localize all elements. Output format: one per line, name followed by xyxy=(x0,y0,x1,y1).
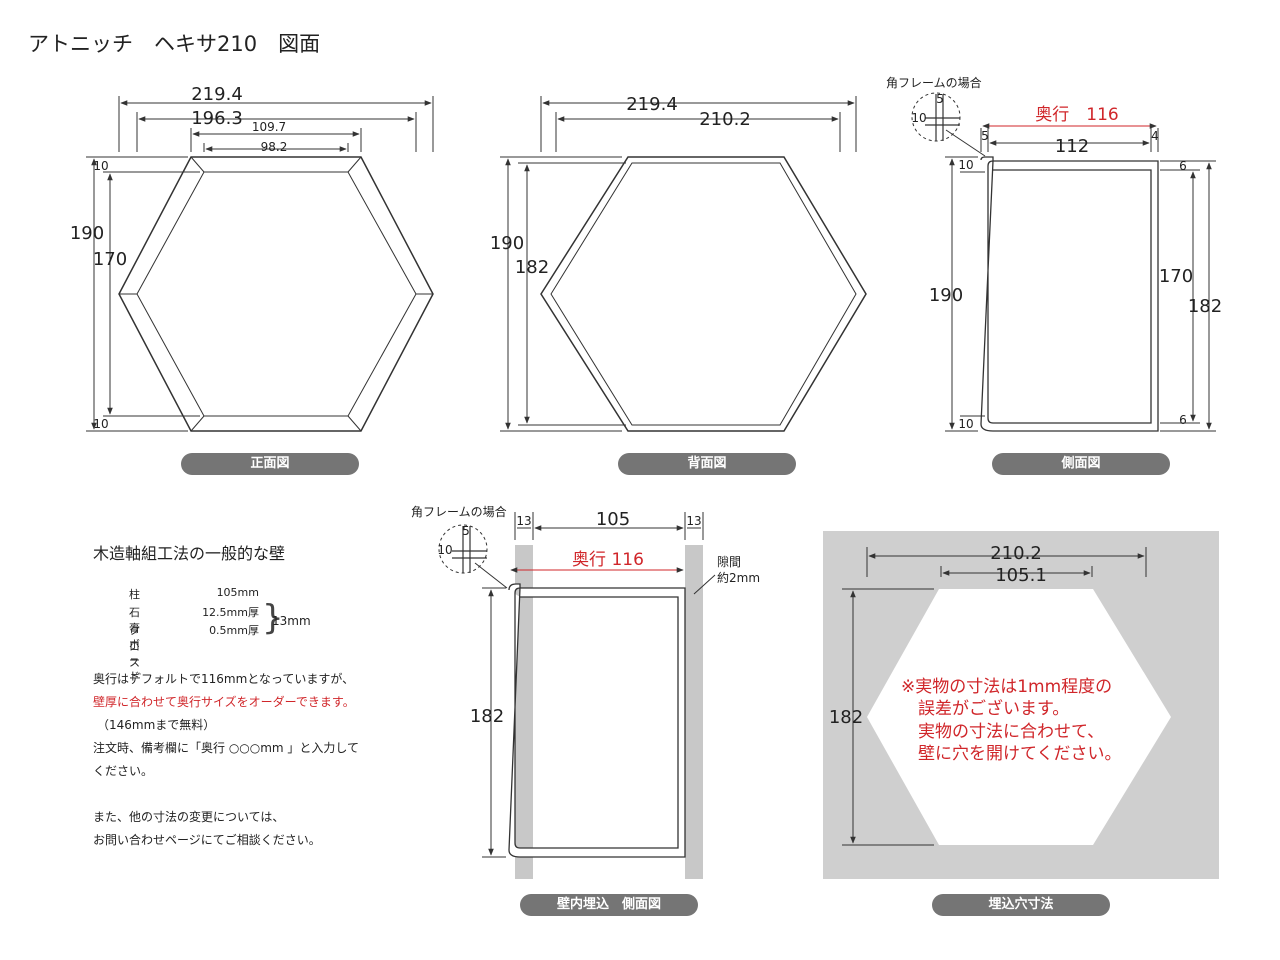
side-label-mid: 112 xyxy=(1055,136,1089,157)
wall-side-view xyxy=(438,512,716,879)
spec-value: 12.5mm厚 xyxy=(202,606,259,619)
side-profile xyxy=(980,156,1159,432)
wall-label-height: 182 xyxy=(470,706,504,727)
wall-corner-h: 10 xyxy=(437,543,452,557)
note-line: また、他の寸法の変更については、 xyxy=(93,810,285,824)
front-label-t-bottom: 10 xyxy=(93,417,108,431)
side-view xyxy=(911,92,1216,432)
front-label-h-outer: 190 xyxy=(70,223,104,244)
spec-brace: } xyxy=(262,598,284,638)
spec-key: クロス xyxy=(129,624,140,669)
hole-warning-2: 誤差がございます。 xyxy=(918,698,1069,719)
front-hex-inner xyxy=(136,171,417,417)
side-label-t-bottom: 10 xyxy=(958,417,973,431)
side-label-r-bottom: 6 xyxy=(1179,413,1187,427)
front-hex-outer xyxy=(118,156,434,432)
back-label-h-outer: 190 xyxy=(490,233,524,254)
side-label-r-top: 6 xyxy=(1179,159,1187,173)
wall-right xyxy=(685,545,703,879)
label-front-view: 正面図 xyxy=(181,453,359,475)
front-view xyxy=(86,96,434,432)
spec-key: 柱 xyxy=(129,588,140,601)
note-line: お問い合わせページにてご相談ください。 xyxy=(93,833,321,847)
label-hole-size: 埋込穴寸法 xyxy=(932,894,1110,916)
label-back-view: 背面図 xyxy=(618,453,796,475)
label-wall-side-view: 壁内埋込 側面図 xyxy=(520,894,698,916)
side-corner-v: 5 xyxy=(936,92,944,106)
side-label-h: 190 xyxy=(929,285,963,306)
note-line: 注文時、備考欄に「奥行 ○○○mm 」と入力して xyxy=(93,741,360,755)
side-label-front: 5 xyxy=(981,129,989,143)
wall-label-left: 13 xyxy=(516,514,531,528)
front-label-w-outer: 219.4 xyxy=(191,84,243,105)
back-hex-outer xyxy=(540,156,867,432)
wall-label-stud: 105 xyxy=(596,509,630,530)
side-label-back: 4 xyxy=(1151,129,1159,143)
hole-warning-1: ※実物の寸法は1mm程度の xyxy=(901,677,1112,697)
side-corner-h: 10 xyxy=(911,111,926,125)
hole-label-height: 182 xyxy=(829,707,863,728)
spec-value: 0.5mm厚 xyxy=(209,624,259,637)
wall-label-right: 13 xyxy=(686,514,701,528)
back-label-h-inner: 182 xyxy=(515,257,549,278)
side-label-h-outer: 182 xyxy=(1188,296,1222,317)
side-label-h-inner: 170 xyxy=(1159,266,1193,287)
wall-title: 木造軸組工法の一般的な壁 xyxy=(93,544,286,563)
side-depth-label: 奥行 116 xyxy=(1035,105,1118,125)
page-title: アトニッチ ヘキサ210 図面 xyxy=(28,32,321,56)
note-line: 奥行はデフォルトで116mmとなっていますが、 xyxy=(93,672,355,686)
wall-corner-label: 角フレームの場合 xyxy=(411,504,507,519)
front-label-w-inner: 196.3 xyxy=(191,108,243,129)
front-label-top-inner: 98.2 xyxy=(261,140,288,154)
wall-gap-label-1: 隙間 xyxy=(717,555,741,569)
wall-notes: 奥行はデフォルトで116mmとなっていますが、 壁厚に合わせて奥行サイズをオーダ… xyxy=(93,668,359,852)
spec-value: 105mm xyxy=(216,586,259,599)
hole-warning-4: 壁に穴を開けてください。 xyxy=(918,744,1122,764)
back-label-w-outer: 219.4 xyxy=(626,94,678,115)
hole-view xyxy=(823,531,1219,879)
wall-corner-v: 5 xyxy=(462,524,470,538)
wall-left xyxy=(515,545,533,879)
note-line: （146mmまで無料） xyxy=(97,718,216,732)
label-side-view: 側面図 xyxy=(992,453,1170,475)
spec-key: 石膏ボード xyxy=(129,606,140,683)
note-line: ください。 xyxy=(93,764,154,778)
side-corner-label: 角フレームの場合 xyxy=(886,75,982,90)
back-view xyxy=(500,96,867,432)
note-line-highlight: 壁厚に合わせて奥行サイズをオーダーできます。 xyxy=(93,695,355,709)
hole-warning-3: 実物の寸法に合わせて、 xyxy=(918,722,1104,742)
side-label-t-top: 10 xyxy=(958,158,973,172)
spec-sum: 13mm xyxy=(272,614,311,628)
hole-hex xyxy=(867,589,1171,845)
wall-depth-label: 奥行 116 xyxy=(572,550,644,570)
back-hex-inner xyxy=(550,162,857,426)
back-label-w-inner: 210.2 xyxy=(699,109,751,130)
hole-label-w-top: 105.1 xyxy=(995,565,1047,586)
wall-niche-profile xyxy=(508,583,686,858)
front-label-t-top: 10 xyxy=(93,159,108,173)
hole-label-w-outer: 210.2 xyxy=(990,543,1042,564)
front-label-top-outer: 109.7 xyxy=(252,120,286,134)
wall-gap-label-2: 約2mm xyxy=(717,570,760,585)
front-label-h-inner: 170 xyxy=(93,249,127,270)
